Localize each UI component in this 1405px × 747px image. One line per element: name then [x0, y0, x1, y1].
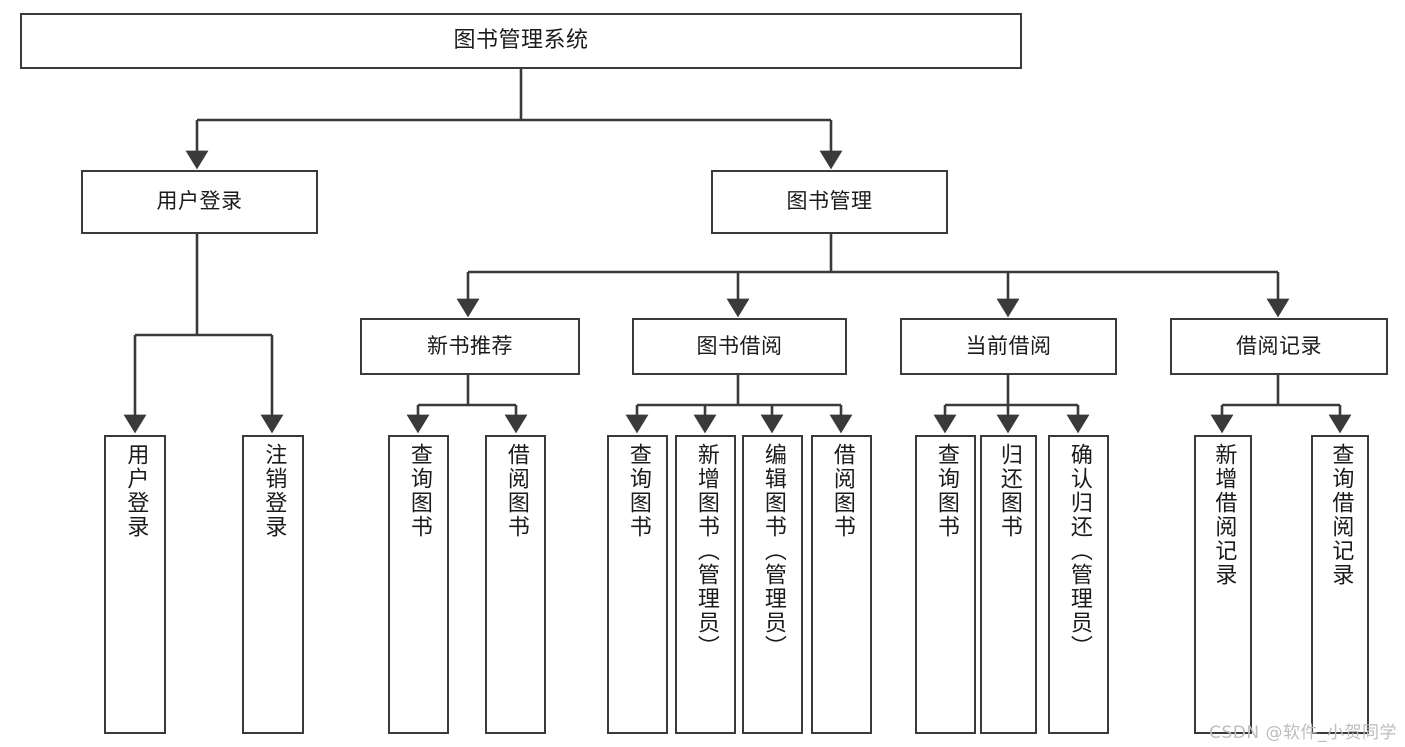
node-leaf-confirm-return[interactable]: 确认归还（管理员） — [1048, 435, 1109, 734]
node-leaf-borrow-book-1[interactable]: 借阅图书 — [485, 435, 546, 734]
node-label: 用户登录 — [123, 443, 149, 539]
csdn-watermark: CSDN @软件_小贺同学 — [1209, 723, 1397, 743]
node-label: 当前借阅 — [965, 333, 1052, 358]
node-leaf-return-book[interactable]: 归还图书 — [980, 435, 1037, 734]
node-borrow-record[interactable]: 借阅记录 — [1170, 318, 1388, 375]
node-label: 查询图书 — [406, 443, 432, 539]
node-book-borrow[interactable]: 图书借阅 — [632, 318, 847, 375]
node-label: 新增图书（管理员） — [693, 443, 719, 659]
node-leaf-add-book[interactable]: 新增图书（管理员） — [675, 435, 736, 734]
node-label: 编辑图书（管理员） — [760, 443, 786, 659]
node-label: 查询图书 — [933, 443, 959, 539]
node-leaf-edit-book[interactable]: 编辑图书（管理员） — [742, 435, 803, 734]
node-label: 借阅记录 — [1236, 333, 1322, 358]
node-label: 图书借阅 — [696, 333, 783, 358]
node-label: 查询借阅记录 — [1328, 443, 1354, 587]
node-leaf-query-record[interactable]: 查询借阅记录 — [1311, 435, 1369, 734]
node-user-login[interactable]: 用户登录 — [81, 170, 318, 234]
node-leaf-query-book-1[interactable]: 查询图书 — [388, 435, 449, 734]
node-leaf-query-book-3[interactable]: 查询图书 — [915, 435, 976, 734]
node-label: 借阅图书 — [503, 443, 529, 539]
node-new-book-recommend[interactable]: 新书推荐 — [360, 318, 580, 375]
node-label: 图书管理系统 — [453, 27, 589, 53]
node-leaf-logout-login[interactable]: 注销登录 — [242, 435, 304, 734]
node-label: 归还图书 — [996, 443, 1022, 539]
node-leaf-add-record[interactable]: 新增借阅记录 — [1194, 435, 1252, 734]
node-label: 新书推荐 — [427, 333, 513, 358]
node-leaf-user-login[interactable]: 用户登录 — [104, 435, 166, 734]
node-leaf-query-book-2[interactable]: 查询图书 — [607, 435, 668, 734]
node-leaf-borrow-book-2[interactable]: 借阅图书 — [811, 435, 872, 734]
node-root-system[interactable]: 图书管理系统 — [20, 13, 1022, 69]
node-current-borrow[interactable]: 当前借阅 — [900, 318, 1117, 375]
node-book-manage[interactable]: 图书管理 — [711, 170, 948, 234]
node-label: 新增借阅记录 — [1211, 443, 1237, 587]
node-label: 查询图书 — [625, 443, 651, 539]
node-label: 确认归还（管理员） — [1066, 443, 1092, 659]
node-label: 用户登录 — [156, 189, 243, 214]
node-label: 借阅图书 — [829, 443, 855, 539]
node-label: 图书管理 — [786, 189, 873, 214]
node-label: 注销登录 — [261, 443, 287, 539]
